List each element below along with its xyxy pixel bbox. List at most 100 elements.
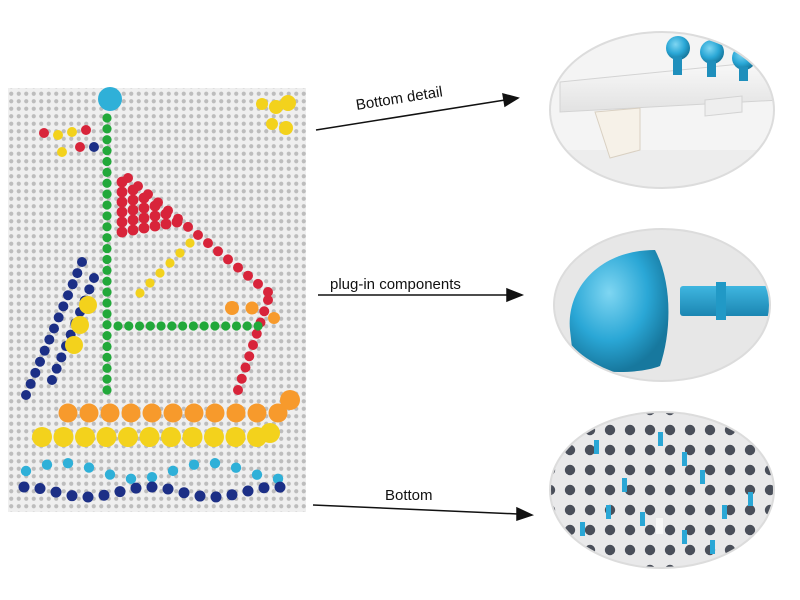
peg xyxy=(274,481,286,493)
peg xyxy=(242,485,254,497)
peg xyxy=(75,142,85,152)
peg xyxy=(98,489,110,501)
peg xyxy=(50,486,62,498)
peg xyxy=(102,385,112,395)
peg xyxy=(71,316,89,334)
peg xyxy=(114,486,126,498)
peg xyxy=(259,306,270,317)
peg xyxy=(96,427,117,447)
peg xyxy=(253,278,263,289)
peg xyxy=(221,321,231,331)
peg xyxy=(84,284,95,295)
peg xyxy=(102,211,112,221)
peg xyxy=(138,222,150,234)
peg xyxy=(102,374,112,384)
peg xyxy=(251,469,263,480)
peg xyxy=(102,320,112,330)
peg xyxy=(102,233,112,243)
peg xyxy=(102,265,112,275)
peg xyxy=(167,465,179,477)
peg xyxy=(226,489,238,501)
peg xyxy=(209,458,221,469)
peg xyxy=(280,390,300,410)
oval-frame-3 xyxy=(549,411,775,569)
peg xyxy=(82,491,94,503)
peg xyxy=(243,270,253,281)
peg xyxy=(102,276,112,286)
peg xyxy=(193,230,203,240)
peg xyxy=(156,321,166,331)
peg xyxy=(138,202,150,214)
peg xyxy=(163,403,183,423)
peg xyxy=(205,403,225,423)
peg xyxy=(116,216,128,228)
peg xyxy=(102,146,112,156)
peg xyxy=(116,206,128,218)
peg xyxy=(20,465,32,477)
peg xyxy=(67,127,77,137)
peg xyxy=(210,491,222,503)
peg xyxy=(18,481,30,493)
peg xyxy=(62,458,74,469)
peg xyxy=(102,352,112,362)
peg xyxy=(240,362,251,373)
peg xyxy=(67,279,78,290)
peg xyxy=(223,254,233,265)
peg xyxy=(145,321,155,331)
peg xyxy=(127,224,139,236)
peg xyxy=(35,356,45,367)
peg xyxy=(102,222,112,232)
peg xyxy=(253,321,263,331)
peg xyxy=(77,257,87,267)
peg xyxy=(204,427,224,447)
peg xyxy=(178,321,188,331)
peg xyxy=(66,490,78,502)
peg xyxy=(44,334,55,345)
arrow-bottom-detail xyxy=(315,92,520,131)
bottom-detail-photo xyxy=(550,32,774,188)
peg xyxy=(272,473,284,485)
peg xyxy=(102,200,112,210)
peg xyxy=(102,113,112,123)
peg xyxy=(138,212,150,224)
peg xyxy=(269,100,283,114)
peg xyxy=(183,221,193,232)
peg xyxy=(146,481,158,493)
peg xyxy=(102,298,112,308)
peg xyxy=(58,301,69,312)
peg xyxy=(161,427,181,447)
peg xyxy=(242,321,252,331)
peg xyxy=(53,312,64,323)
peg xyxy=(127,194,139,206)
peg xyxy=(118,427,138,447)
peg xyxy=(233,385,243,395)
peg xyxy=(188,459,200,470)
peg xyxy=(102,254,112,265)
peg xyxy=(53,427,74,447)
peg xyxy=(210,321,220,331)
peg xyxy=(165,258,175,268)
peg xyxy=(116,186,128,198)
oval-frame-2 xyxy=(553,228,771,382)
peg xyxy=(58,403,78,423)
peg xyxy=(121,403,141,423)
peg xyxy=(251,328,262,339)
peg xyxy=(226,403,246,423)
peg xyxy=(102,189,112,199)
peg xyxy=(51,363,62,374)
peg xyxy=(47,375,57,385)
peg xyxy=(34,483,46,495)
peg xyxy=(49,323,59,334)
peg xyxy=(185,238,195,248)
peg xyxy=(39,128,49,138)
peg xyxy=(231,321,242,331)
peg xyxy=(230,462,242,473)
peg xyxy=(247,403,267,423)
peg xyxy=(41,459,53,470)
peg xyxy=(63,290,73,301)
peg xyxy=(167,321,177,331)
peg xyxy=(123,173,133,183)
peg xyxy=(149,220,161,232)
peg xyxy=(143,189,153,200)
